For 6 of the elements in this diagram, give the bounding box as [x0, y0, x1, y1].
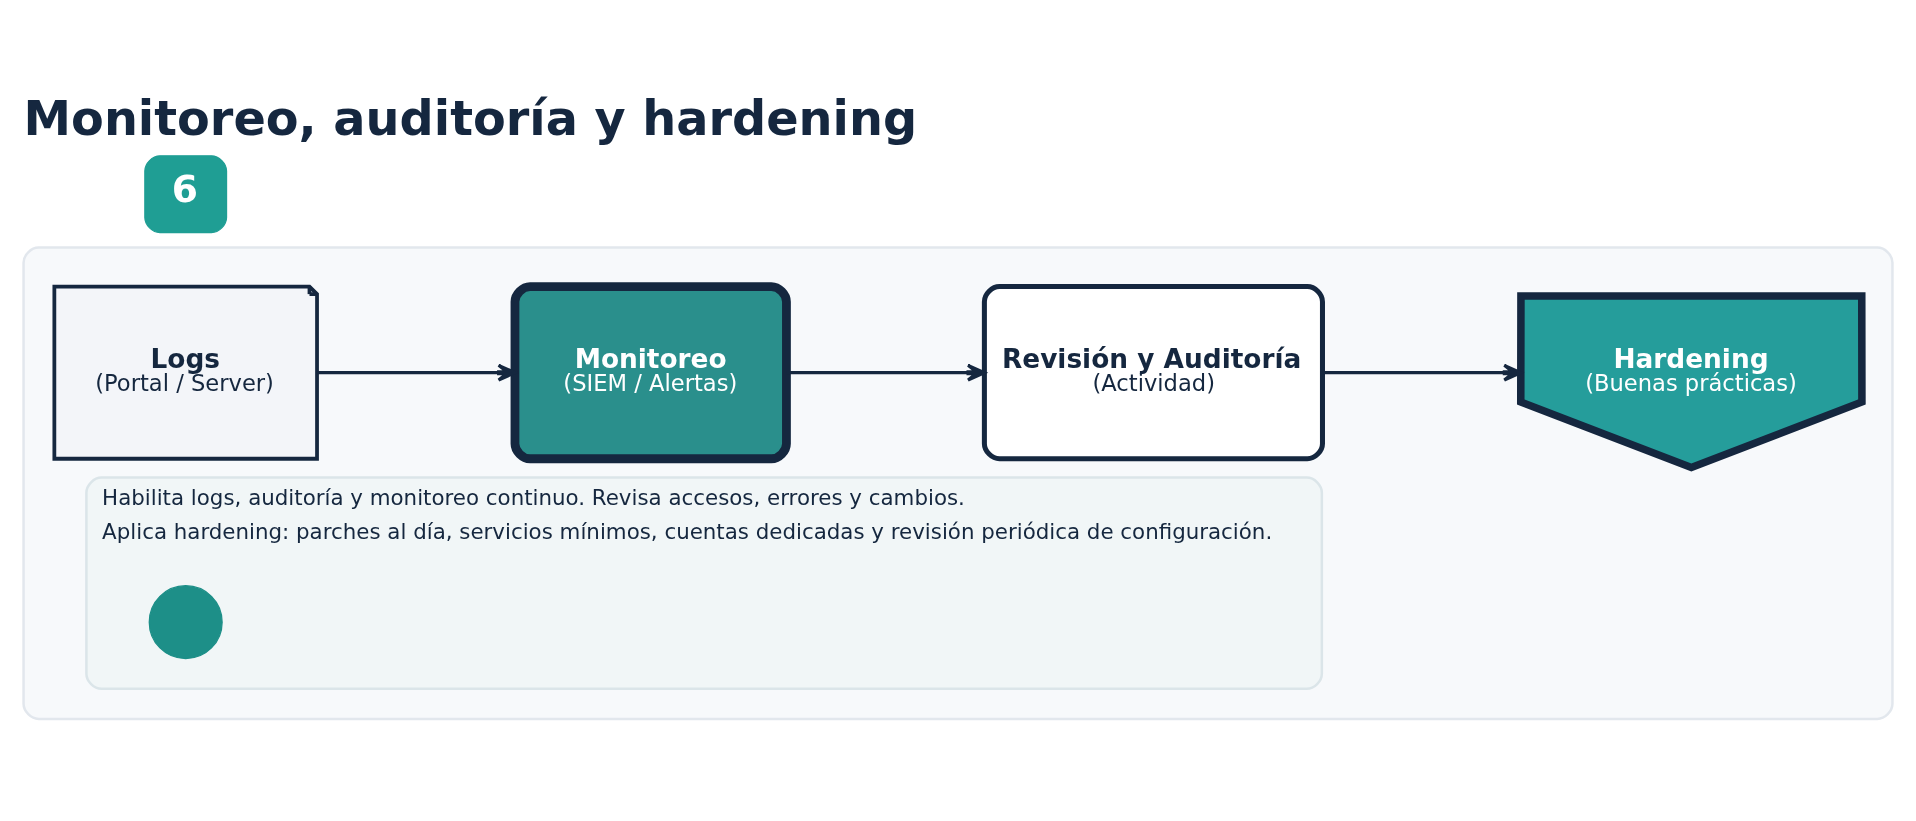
- diagram-title: Monitoreo, auditoría y hardening: [23, 90, 918, 146]
- node-box: 6: [144, 154, 228, 233]
- cluster: Habilita logs, auditoría y monitoreo continuo. Revisa accesos, errores y cambios. Aplica hardening: parches al día, servicios mínimos, cuentas dedicadas y revisión periódica de configuración.: [85, 475, 1324, 690]
- node-circle: [148, 584, 223, 659]
- node-box: Monitoreo (SIEM / Alertas): [510, 281, 791, 463]
- node-box: Revisión y Auditoría (Actividad): [981, 283, 1325, 461]
